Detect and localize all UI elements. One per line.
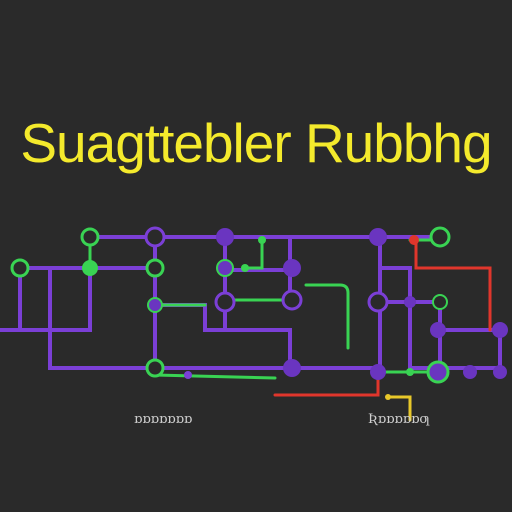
node	[145, 358, 165, 378]
wire	[243, 238, 264, 270]
wire	[386, 395, 412, 422]
wire	[153, 303, 227, 332]
wire	[223, 235, 292, 272]
green-wires	[88, 235, 442, 380]
node	[432, 294, 448, 310]
node	[409, 235, 419, 245]
node	[258, 236, 266, 244]
wire	[414, 238, 492, 332]
node	[283, 359, 301, 377]
wire	[408, 300, 502, 370]
caption-right: Ʀɒɒɒɒɒƣ	[368, 412, 430, 427]
node	[281, 289, 303, 311]
node	[82, 260, 98, 276]
purple-wires	[0, 235, 502, 372]
node	[404, 296, 416, 308]
node	[147, 297, 163, 313]
node	[214, 291, 236, 313]
node	[426, 360, 450, 384]
node	[429, 226, 451, 248]
node	[241, 264, 249, 272]
wire	[304, 283, 350, 350]
node	[370, 364, 386, 380]
node	[283, 259, 301, 277]
node	[145, 258, 165, 278]
wire	[378, 266, 412, 304]
node	[367, 291, 389, 313]
nodes	[10, 226, 508, 400]
node	[216, 228, 234, 246]
diagram-title: Suagttebler Rubbhg	[20, 112, 492, 174]
node	[463, 365, 477, 379]
node	[430, 322, 446, 338]
node	[406, 368, 414, 376]
node	[369, 228, 387, 246]
wire	[153, 373, 277, 380]
wire	[0, 266, 92, 332]
node	[493, 365, 507, 379]
node	[144, 226, 166, 248]
wire	[48, 266, 157, 370]
node	[492, 322, 508, 338]
node	[184, 371, 192, 379]
node	[10, 258, 30, 278]
node	[385, 394, 391, 400]
caption-left: ɒɒɒɒɒɒɒ	[134, 412, 193, 427]
node	[80, 227, 100, 247]
node	[216, 259, 234, 277]
yellow-wires	[386, 395, 412, 422]
